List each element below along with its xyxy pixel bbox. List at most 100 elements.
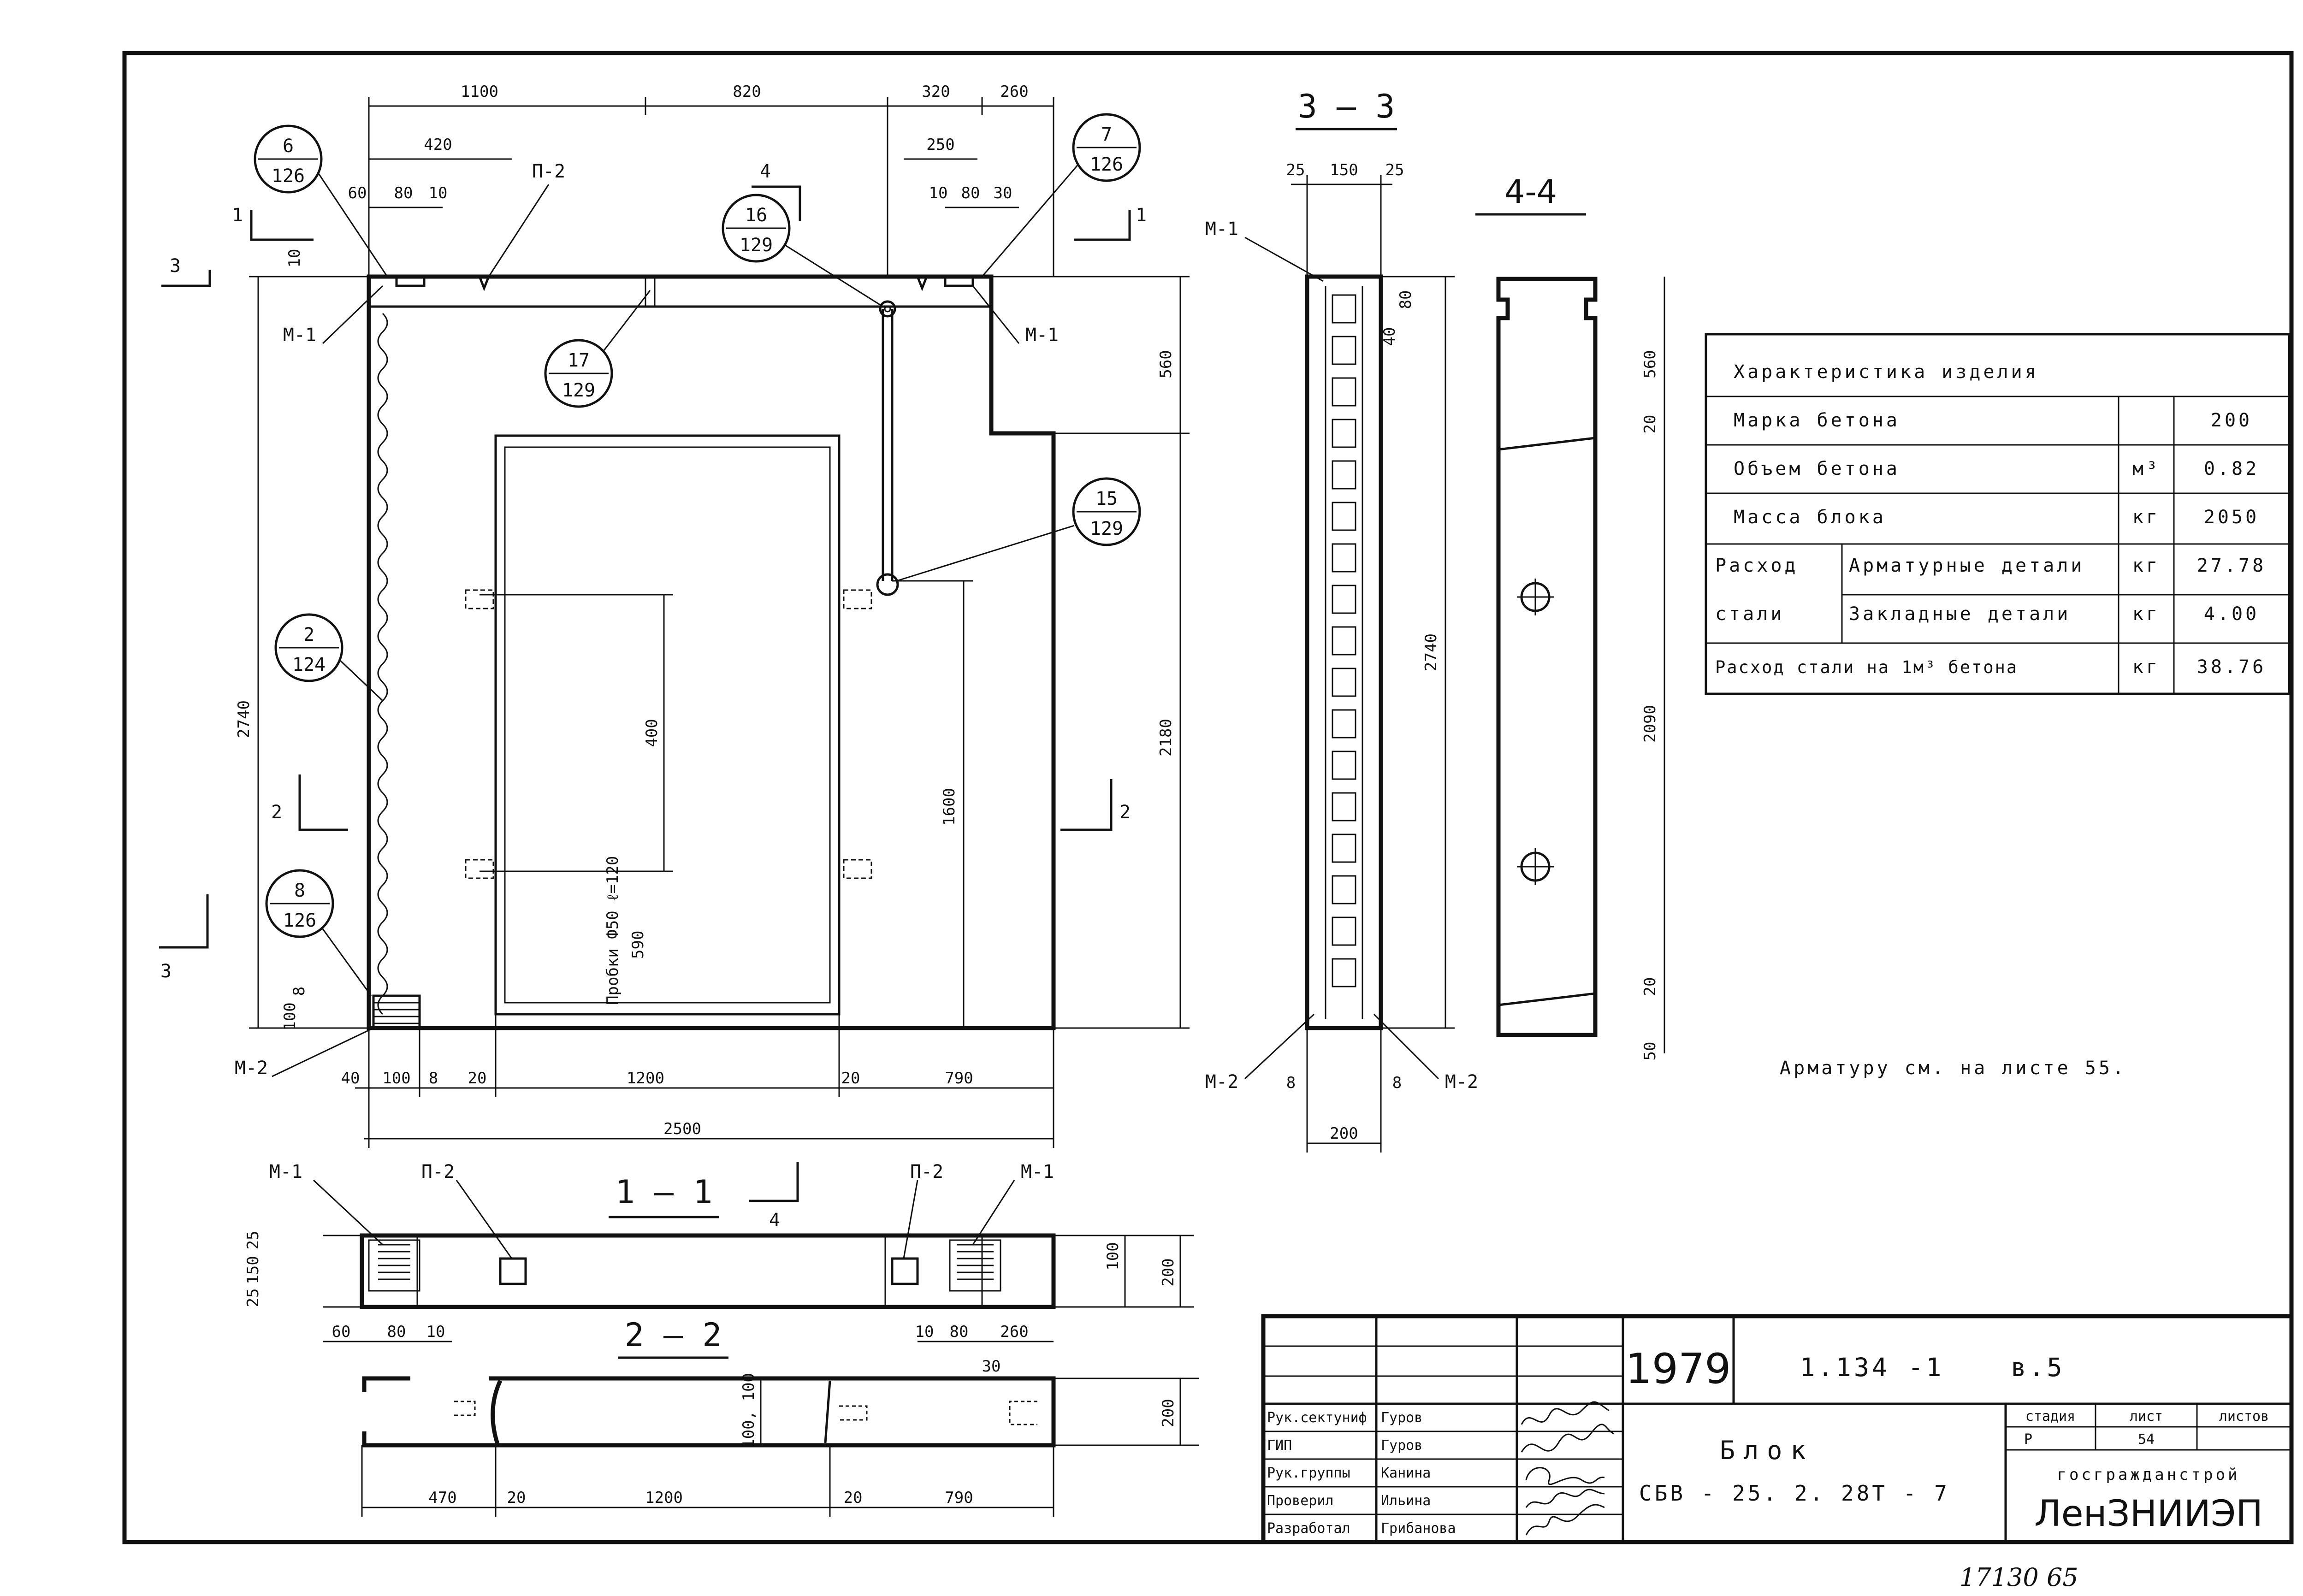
section-1-1-title: 1 — 1 — [616, 1173, 713, 1211]
spec-row-volume-unit: м³ — [2132, 458, 2160, 479]
dim-250: 250 — [926, 136, 954, 154]
stamp-year: 1979 — [1625, 1345, 1731, 1393]
steel-row-rebar-value: 27.78 — [2197, 555, 2266, 576]
side-dim-80: 80 — [1397, 290, 1415, 309]
stamp-org-1: госгражданстрой — [2057, 1466, 2240, 1484]
dim-1100: 1100 — [461, 83, 498, 101]
dim-1600: 1600 — [940, 788, 959, 826]
svg-text:2: 2 — [303, 624, 314, 645]
svg-text:17: 17 — [568, 350, 590, 371]
svg-text:129: 129 — [740, 235, 773, 256]
cut-3-bottom: 3 — [160, 961, 172, 982]
dim-60: 60 — [348, 184, 367, 202]
stamp-role-3: Проверил — [1267, 1493, 1334, 1509]
plan-dim-b260r: 260 — [1000, 1323, 1028, 1341]
dim-560: 560 — [1157, 350, 1175, 378]
stamp-org-2: ЛенЗНИИЭП — [2034, 1493, 2263, 1535]
svg-text:126: 126 — [283, 910, 316, 931]
s22-dim-470: 470 — [428, 1489, 456, 1507]
plan-dim-b80r: 80 — [950, 1323, 969, 1341]
side-dim-150: 150 — [1330, 161, 1358, 179]
cut-3-top: 3 — [170, 255, 181, 277]
plan-dim-b10: 10 — [426, 1323, 445, 1341]
svg-text:7: 7 — [1101, 124, 1112, 145]
dim-left-8: 8 — [290, 987, 308, 996]
dim-left-10: 10 — [285, 249, 304, 268]
svg-text:126: 126 — [1090, 154, 1123, 175]
plan-dim-200: 200 — [1159, 1258, 1178, 1286]
section-4-4-title: 4-4 — [1504, 173, 1557, 211]
cut-2-left: 2 — [271, 802, 282, 823]
s22-dim-30: 30 — [982, 1357, 1001, 1376]
plan-dim-b60: 60 — [332, 1323, 351, 1341]
dim-b100: 100 — [382, 1069, 410, 1088]
stamp-sheet: 54 — [2138, 1431, 2155, 1448]
side-dim-25a: 25 — [1286, 161, 1305, 179]
side-mark-m2-left: М-2 — [1205, 1071, 1238, 1093]
section-3-3-title: 3 — 3 — [1298, 88, 1395, 125]
dim-420: 420 — [424, 136, 452, 154]
front-view: 1100 820 320 260 420 250 60 80 10 10 80 … — [159, 83, 1190, 1148]
dim-820: 820 — [733, 83, 761, 101]
svg-text:6: 6 — [283, 136, 294, 157]
dim-b40: 40 — [341, 1069, 360, 1088]
svg-text:126: 126 — [272, 166, 305, 187]
dim-400: 400 — [643, 719, 661, 747]
s22-dim-20b: 20 — [844, 1489, 863, 1507]
svg-text:129: 129 — [562, 380, 595, 401]
spec-per-m3: Расход стали на 1м³ бетона — [1715, 657, 2018, 677]
mark-m2-left: М-2 — [235, 1058, 268, 1079]
svg-text:129: 129 — [1090, 518, 1123, 539]
plan-dim-25b: 25 — [244, 1289, 262, 1307]
side-mark-m1: М-1 — [1205, 219, 1238, 240]
stamp-sheet-header: лист — [2130, 1408, 2163, 1425]
stamp-name-person-1: Гуров — [1381, 1437, 1422, 1454]
stamp-role-4: Разработал — [1267, 1520, 1350, 1537]
cut-1-left: 1 — [232, 205, 243, 226]
plan-mark-p2-right: П-2 — [910, 1161, 943, 1182]
archive-number: 17130 65 — [1960, 1563, 2078, 1592]
plan-dim-150: 150 — [244, 1256, 262, 1284]
stamp-name-1: Блок — [1720, 1436, 1814, 1465]
dim-320: 320 — [922, 83, 950, 101]
callout-6: 6 126 — [254, 124, 388, 277]
callout-15: 15 129 — [896, 477, 1141, 582]
sheet-frame — [122, 51, 2294, 1544]
note-rebar: Арматуру см. на листе 55. — [1780, 1058, 2126, 1079]
dim-left-100: 100 — [281, 1002, 299, 1030]
callout-2: 2 124 — [274, 613, 384, 702]
spec-table: Характеристика изделия Марка бетона 200 … — [1705, 333, 2291, 695]
dim-80: 80 — [394, 184, 413, 202]
stamp-name-person-3: Ильина — [1381, 1493, 1431, 1509]
side-dim-40: 40 — [1380, 327, 1399, 346]
title-block: 1979 1.134 -1 в.5 Блок СБВ - 25. 2. 28Т … — [1261, 1314, 2294, 1544]
s22-dim-790: 790 — [945, 1489, 973, 1507]
stamp-name-person-2: Канина — [1381, 1465, 1431, 1481]
plan-dim-b80: 80 — [387, 1323, 406, 1341]
spec-row-volume: Объем бетона — [1734, 458, 1900, 479]
spec-title: Характеристика изделия — [1734, 361, 2039, 383]
s44-dim-560: 560 — [1641, 350, 1659, 378]
steel-label-1: Расход — [1715, 555, 1799, 576]
spec-row-mass-unit: кг — [2132, 507, 2160, 528]
s22-dim-20a: 20 — [507, 1489, 526, 1507]
callout-16: 16 129 — [722, 194, 883, 307]
front-outline — [367, 274, 1056, 1030]
spec-row-mass-value: 2050 — [2204, 507, 2259, 528]
spec-row-volume-value: 0.82 — [2204, 458, 2259, 479]
stamp-code: 1.134 -1 — [1800, 1353, 1944, 1382]
plan-dim-b10r: 10 — [915, 1323, 934, 1341]
side-dim-8a: 8 — [1286, 1074, 1296, 1092]
plan-dim-100: 100 — [1104, 1242, 1122, 1270]
spec-row-concrete-grade: Марка бетона — [1734, 410, 1900, 431]
dim-80r: 80 — [961, 184, 980, 202]
section-4-4: 4-4 560 20 2090 20 50 — [1475, 173, 1665, 1060]
dim-10: 10 — [429, 184, 448, 202]
dim-b8: 8 — [429, 1069, 438, 1088]
dim-260: 260 — [1000, 83, 1028, 101]
side-dim-200: 200 — [1330, 1124, 1358, 1143]
stamp-name-person-4: Грибанова — [1381, 1520, 1456, 1537]
stamp-issue: в.5 — [2011, 1353, 2065, 1382]
stamp-name-person-0: Гуров — [1381, 1410, 1422, 1426]
plan-mark-p2-left: П-2 — [421, 1161, 455, 1182]
